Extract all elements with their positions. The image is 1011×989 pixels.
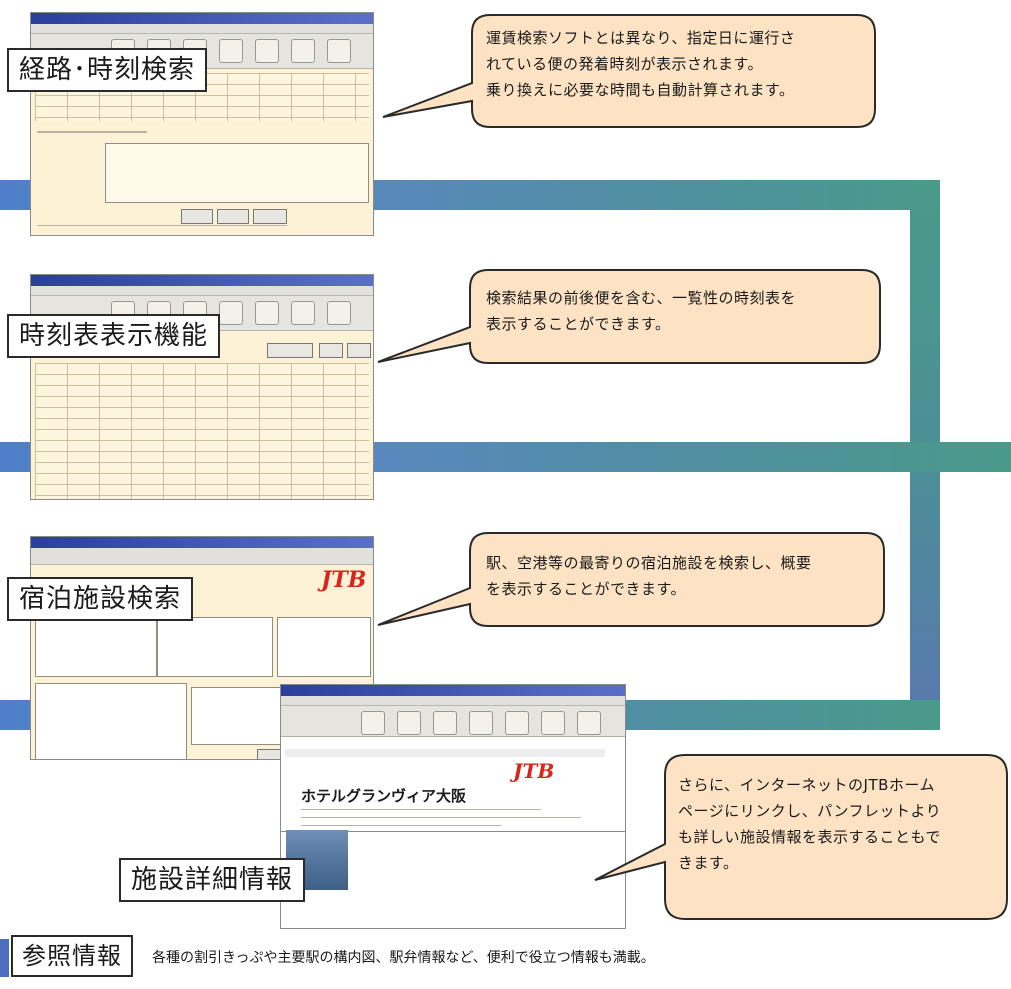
jtb-logo: JTB (321, 567, 367, 593)
route-callout-line-2: れている便の発着時刻が表示されます。 (486, 55, 764, 73)
route-detail-panel (105, 143, 369, 203)
station-list (157, 617, 273, 677)
facility-detail-screenshot: JTB ホテルグランヴィア大阪 (280, 684, 626, 832)
lodging-callout-line-2: を表示することができます。 (486, 580, 687, 598)
route-search-label: 経路･時刻検索 (7, 48, 208, 92)
jtb-web-logo: JTB (513, 759, 555, 783)
detail-callout-line-4: きます。 (678, 854, 739, 872)
timetable-callout-line-1: 検索結果の前後便を含む、一覧性の時刻表を (486, 289, 797, 307)
lodging-callout-line-1: 駅、空港等の最寄りの宿泊施設を検索し、概要 (486, 554, 812, 572)
lodging-search-label: 宿泊施設検索 (7, 577, 194, 621)
timetable-grid (35, 363, 369, 499)
area-list (35, 617, 157, 677)
detail-callout-line-2: ページにリンクし、パンフレットより (678, 802, 942, 820)
reference-info-text: 各種の割引きっぷや主要駅の構内図、駅弁情報など、便利で役立つ情報も満載。 (152, 950, 655, 966)
callout-bubble (382, 14, 876, 128)
callout-bubble (377, 269, 881, 364)
facility-detail-callout: さらに、インターネットのJTBホーム ページにリンクし、パンフレットより も詳し… (590, 752, 1010, 922)
callout-bubble (594, 754, 1008, 920)
timetable-callout-line-2: 表示することができます。 (486, 315, 671, 333)
timetable-label: 時刻表表示機能 (7, 314, 221, 358)
route-callout-line-3: 乗り換えに必要な時間も自動計算されます。 (486, 81, 795, 99)
footer-accent-bar (0, 939, 9, 977)
detail-callout-line-3: も詳しい施設情報を表示することもで (678, 828, 941, 846)
route-callout-line-1: 運賃検索ソフトとは異なり、指定日に運行さ (486, 29, 796, 47)
timetable-screenshot (30, 274, 374, 500)
detail-callout-line-1: さらに、インターネットのJTBホーム (678, 776, 935, 794)
hotel-name: ホテルグランヴィア大阪 (301, 787, 467, 805)
callout-bubble (377, 532, 885, 627)
timetable-callout: 検索結果の前後便を含む、一覧性の時刻表を 表示することができます。 (370, 265, 881, 385)
lodging-callout: 駅、空港等の最寄りの宿泊施設を検索し、概要 を表示することができます。 (370, 528, 885, 648)
route-search-screenshot (30, 12, 374, 236)
reference-info-label: 参照情報 (11, 935, 133, 977)
route-search-callout: 運賃検索ソフトとは異なり、指定日に運行さ れている便の発着時刻が表示されます。 … (375, 5, 880, 145)
facility-detail-label: 施設詳細情報 (119, 858, 306, 902)
hotel-list (35, 683, 187, 759)
category-list (277, 617, 371, 677)
